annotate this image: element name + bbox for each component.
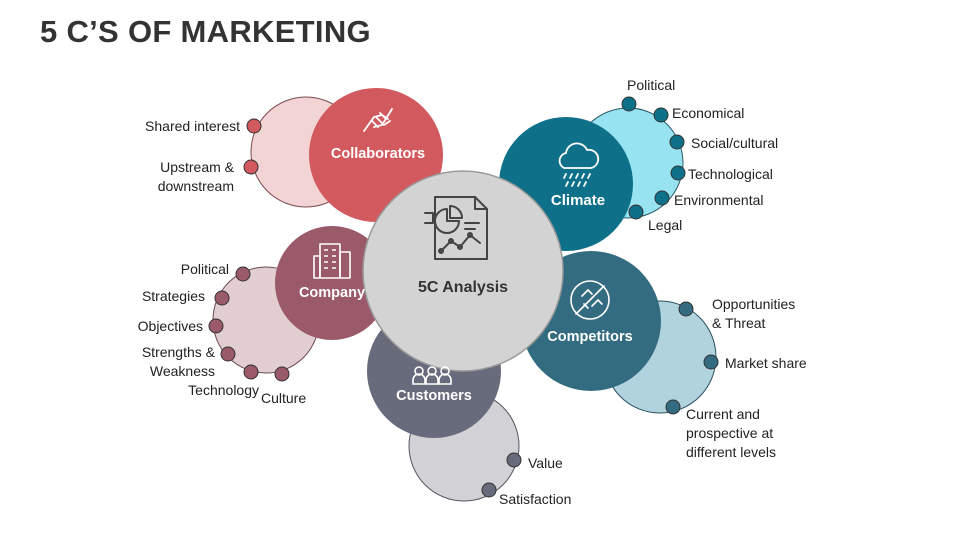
- page-title: 5 C’S OF MARKETING: [40, 14, 371, 49]
- climate-dot: [669, 134, 685, 150]
- company-item-strategies: Strategies: [141, 288, 205, 304]
- climate-dot: [653, 107, 669, 123]
- competitors-dot: [703, 354, 719, 370]
- collaborators-item-shared-interest: Shared interest: [145, 118, 240, 134]
- company-item-objectives: Objectives: [137, 318, 203, 334]
- rain-cloud-icon: [558, 142, 600, 187]
- company-dot: [208, 318, 224, 334]
- customers-dots: [481, 452, 522, 498]
- handshake-icon: [363, 108, 393, 132]
- company-item-political: Political: [180, 261, 229, 277]
- company-dot: [243, 364, 259, 380]
- competitors-dot: [665, 399, 681, 415]
- customers-item-value: Value: [528, 455, 563, 471]
- climate-dot: [628, 204, 644, 220]
- competitors-item-current-prospective: Current and prospective at different lev…: [686, 406, 777, 460]
- analysis-report-icon: [424, 196, 488, 260]
- company-item-technology: Technology: [188, 382, 259, 398]
- competitors-item-market-share: Market share: [725, 355, 807, 371]
- climate-dots: [621, 96, 686, 220]
- company-dots: [208, 266, 290, 382]
- collaborators-dot: [246, 118, 262, 134]
- customers-dot: [506, 452, 522, 468]
- company-dot: [220, 346, 236, 362]
- climate-item-political: Political: [627, 77, 676, 93]
- company-item-culture: Culture: [261, 390, 307, 406]
- building-icon: [313, 243, 351, 279]
- center-circle: [362, 170, 564, 372]
- company-dot: [214, 290, 230, 306]
- collaborators-label: Collaborators: [331, 146, 425, 162]
- company-circle: [275, 226, 389, 340]
- customers-dot: [481, 482, 497, 498]
- climate-dot: [621, 96, 637, 112]
- collaborators-dot: [243, 159, 259, 175]
- climate-dot: [654, 190, 670, 206]
- company-dot: [235, 266, 251, 282]
- competitors-label: Competitors: [547, 329, 632, 345]
- no-competition-icon: [570, 280, 610, 320]
- competitors-dots: [665, 301, 719, 415]
- climate-label: Climate: [551, 192, 605, 209]
- climate-item-environmental: Environmental: [674, 192, 764, 208]
- company-label: Company: [299, 285, 365, 301]
- competitors-item-opportunities-threat: Opportunities & Threat: [712, 296, 796, 331]
- climate-item-social-cultural: Social/cultural: [691, 135, 779, 151]
- customers-label: Customers: [396, 388, 472, 404]
- climate-item-technological: Technological: [688, 166, 773, 182]
- climate-item-economical: Economical: [672, 105, 745, 121]
- company-item-strengths-weakness: Strengths & Weakness: [141, 344, 215, 379]
- climate-item-legal: Legal: [648, 217, 683, 233]
- climate-dot: [670, 165, 686, 181]
- company-dot: [274, 366, 290, 382]
- people-group-icon: [412, 366, 452, 385]
- competitors-dot: [678, 301, 694, 317]
- collaborators-dots: [243, 118, 262, 175]
- collaborators-item-upstream-downstream: Upstream & downstream: [157, 159, 234, 194]
- customers-item-satisfaction: Satisfaction: [499, 491, 572, 507]
- center-label: 5C Analysis: [418, 279, 508, 296]
